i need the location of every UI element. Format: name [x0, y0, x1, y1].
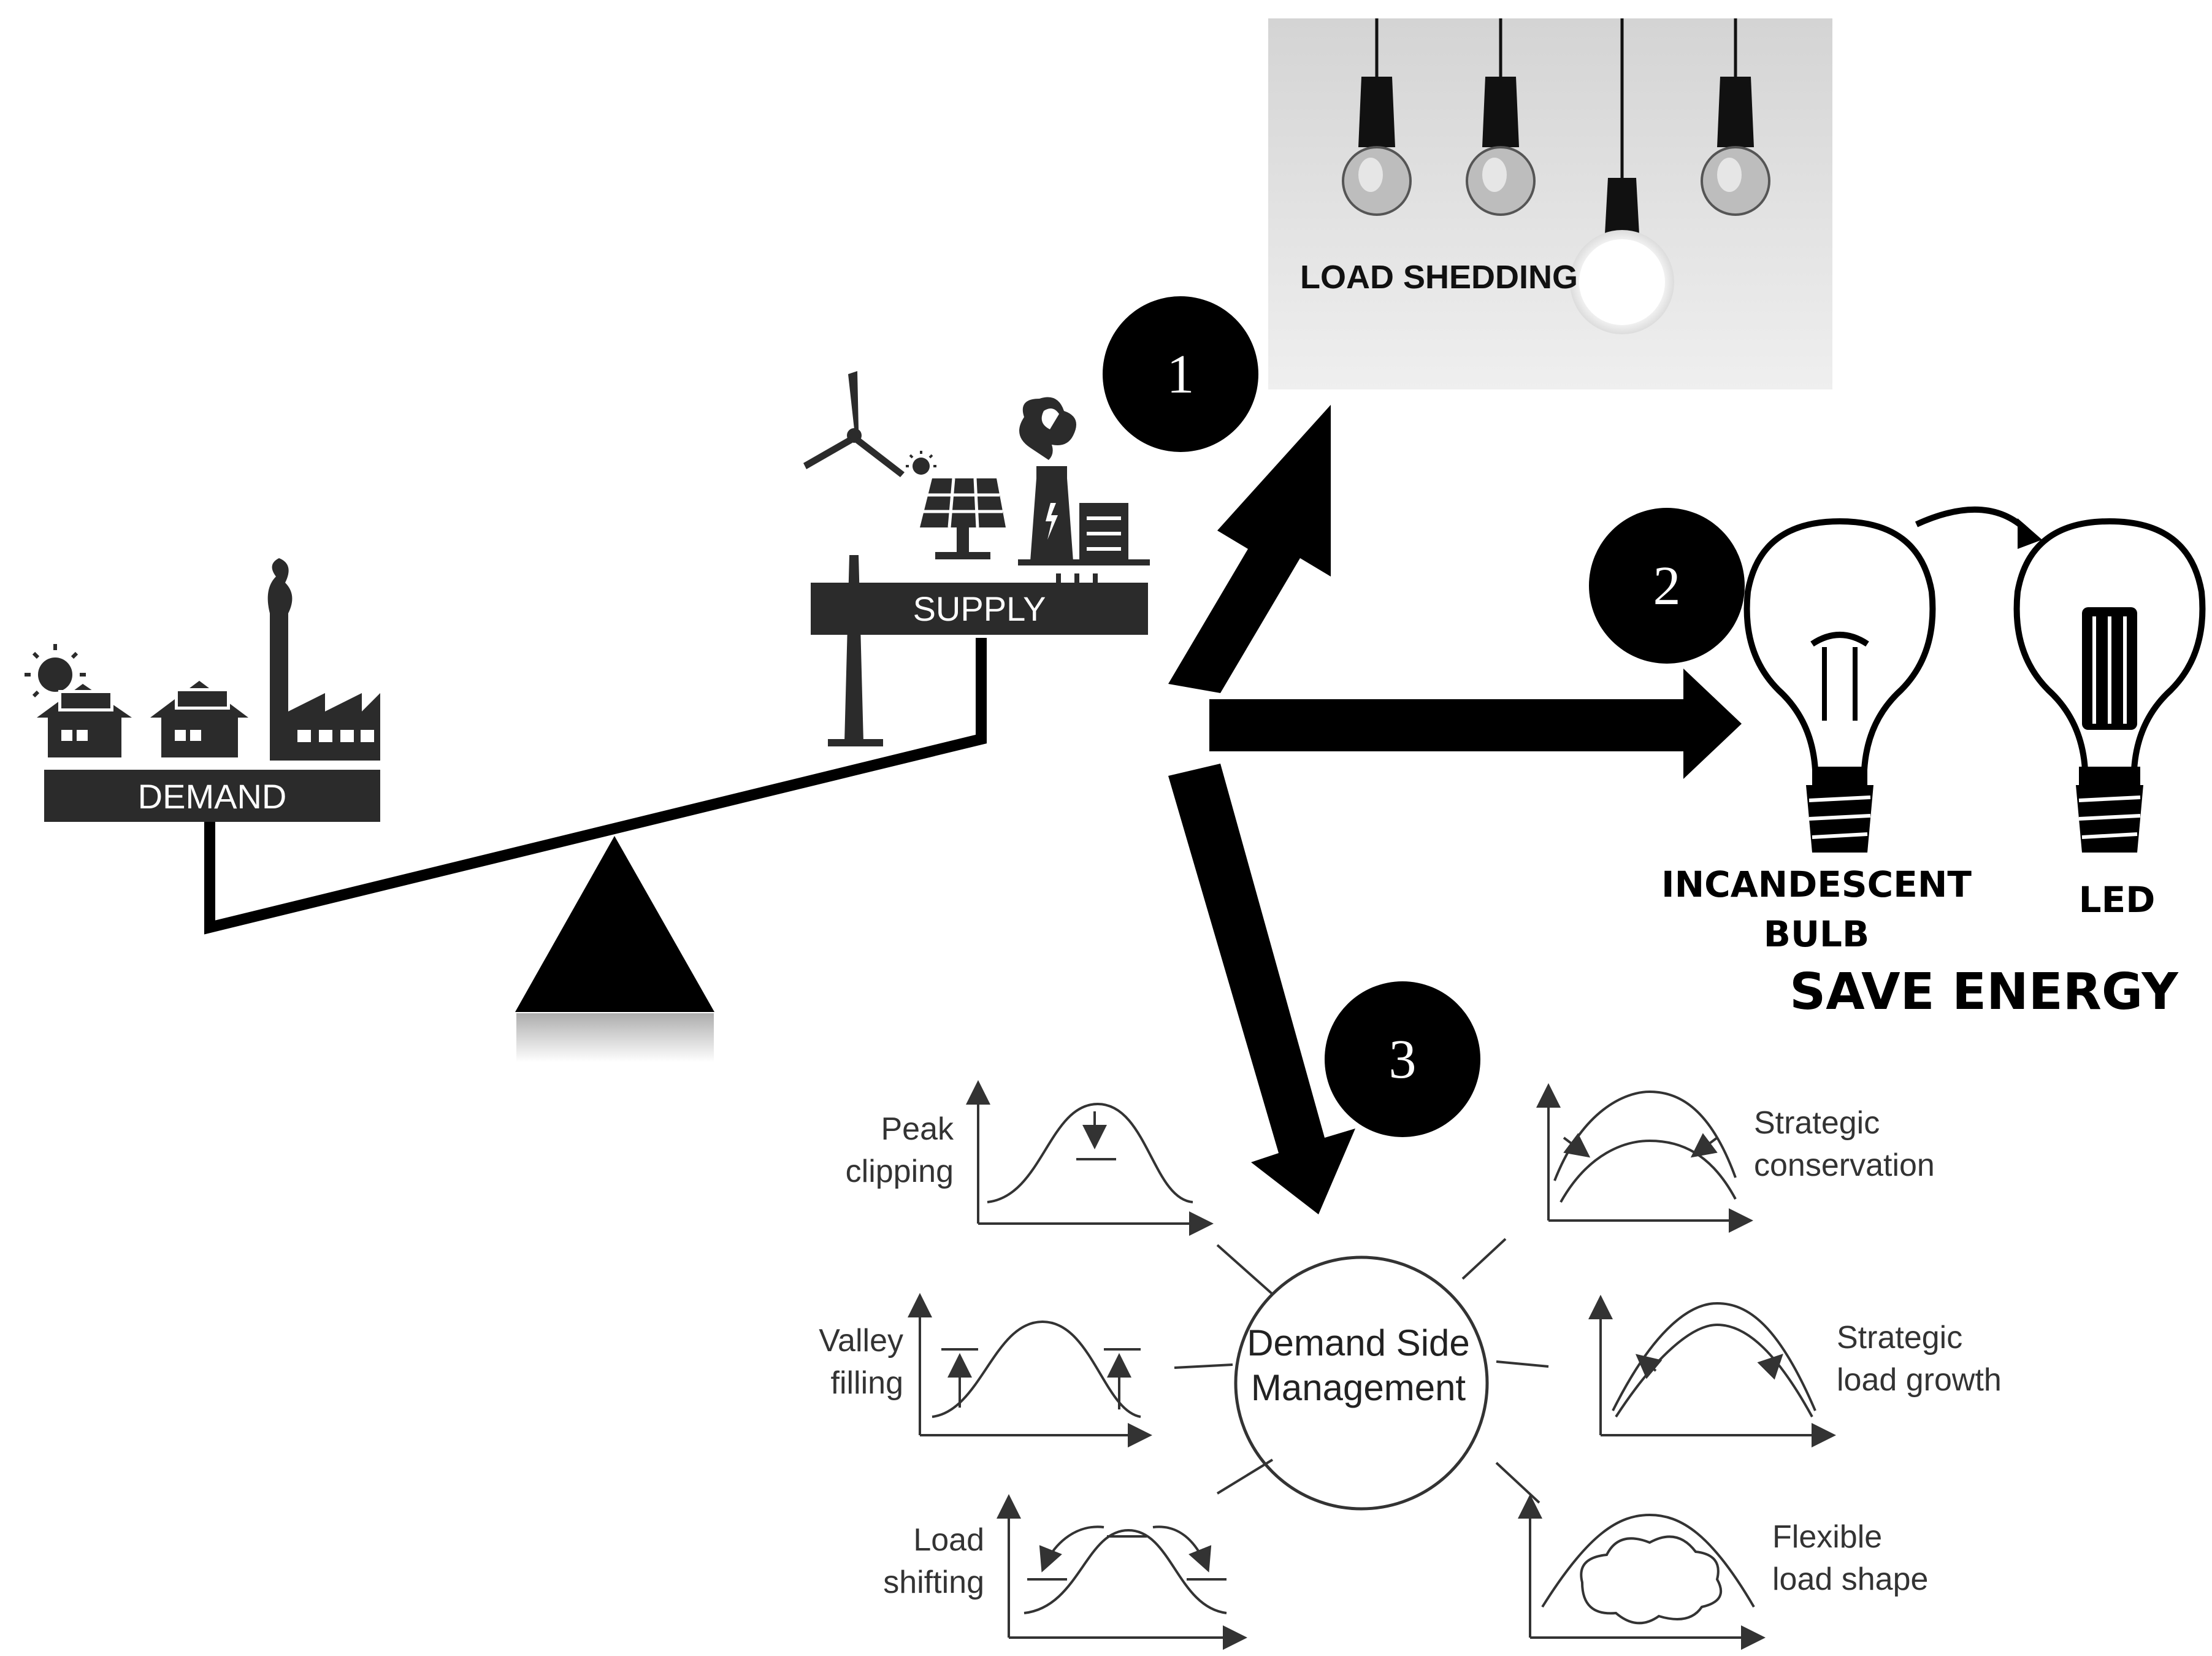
dsm-center-line2: Management [1251, 1367, 1466, 1408]
load-shifting-label-2: shifting [883, 1565, 984, 1600]
wind-turbine-icon [803, 371, 905, 746]
flexible-load-shape-chart [1518, 1494, 1766, 1650]
arrow-to-save-energy [1209, 669, 1742, 779]
peak-clipping-label-1: Peak [881, 1111, 954, 1147]
big-arrows [1168, 405, 1742, 1214]
demand-label: DEMAND [138, 777, 287, 816]
fulcrum-shadow [516, 1013, 714, 1062]
step-1-badge: 1 [1103, 296, 1258, 452]
strategic-conservation-label-1: Strategic [1754, 1105, 1880, 1141]
strategic-conservation-label-2: conservation [1754, 1148, 1935, 1183]
load-shedding-panel: LOAD SHEDDING [1268, 18, 1832, 389]
curved-arrow-icon [1915, 506, 2032, 536]
led-label: LED [2079, 879, 2156, 921]
step-2-number: 2 [1653, 556, 1681, 616]
sun-icon [25, 644, 86, 698]
seesaw-beam [204, 638, 987, 935]
led-bulb-icon [2013, 518, 2206, 853]
demand-icons [25, 558, 380, 761]
step-3-number: 3 [1389, 1029, 1417, 1090]
valley-filling-label-2: filling [831, 1365, 904, 1401]
solar-panel-icon [920, 478, 1006, 559]
peak-clipping-label-2: clipping [846, 1154, 954, 1189]
seesaw: DEMAND [25, 371, 1150, 1062]
flexible-load-shape-label-1: Flexible [1772, 1519, 1882, 1555]
strategic-load-growth-chart [1588, 1295, 1836, 1447]
dsm-center-line1: Demand Side [1247, 1322, 1470, 1363]
fulcrum [515, 836, 714, 1012]
incandescent-label-line2: BULB [1764, 913, 1869, 955]
power-plant-icon [1018, 397, 1150, 589]
hanging-bulb-icon [1342, 18, 1412, 216]
strategic-conservation-chart [1536, 1083, 1753, 1233]
incandescent-bulb-icon [1743, 518, 1936, 853]
strategic-load-growth-label-2: load growth [1837, 1362, 2002, 1398]
step-1-number: 1 [1167, 344, 1195, 405]
peak-clipping-chart [966, 1080, 1214, 1236]
arrow-to-dsm [1168, 764, 1355, 1214]
arrow-to-load-shedding [1168, 405, 1331, 693]
factory-icon [267, 558, 380, 761]
hanging-bulb-icon [1466, 18, 1536, 216]
house-icon [37, 684, 132, 757]
save-energy-label: SAVE ENERGY [1789, 963, 2179, 1021]
hanging-bulb-lit-icon [1570, 18, 1674, 334]
demand-bar [44, 770, 380, 822]
sun-icon [906, 451, 936, 475]
supply-label: SUPPLY [913, 589, 1046, 628]
load-shedding-label: LOAD SHEDDING [1300, 259, 1578, 296]
strategic-load-growth-label-1: Strategic [1837, 1320, 1962, 1355]
supply-icons [803, 371, 1150, 746]
valley-filling-label-1: Valley [819, 1323, 903, 1359]
step-3-badge: 3 [1325, 981, 1480, 1137]
valley-filling-chart [908, 1293, 1152, 1447]
load-shifting-chart [997, 1494, 1247, 1650]
incandescent-label-line1: INCANDESCENT [1661, 864, 1972, 905]
dsm-diagram: Demand Side Management Peak clipping [819, 1080, 2002, 1650]
flexible-load-shape-label-2: load shape [1772, 1562, 1928, 1597]
curved-arrow-head [2018, 518, 2042, 549]
dsm-center-circle [1234, 1255, 1489, 1511]
hanging-bulb-icon [1701, 18, 1770, 216]
house-icon [150, 681, 248, 757]
bulb-comparison: INCANDESCENT BULB LED SAVE ENERGY [1661, 506, 2206, 1021]
supply-bar [811, 583, 1148, 635]
load-shifting-label-1: Load [913, 1522, 984, 1558]
step-2-badge: 2 [1589, 508, 1745, 664]
